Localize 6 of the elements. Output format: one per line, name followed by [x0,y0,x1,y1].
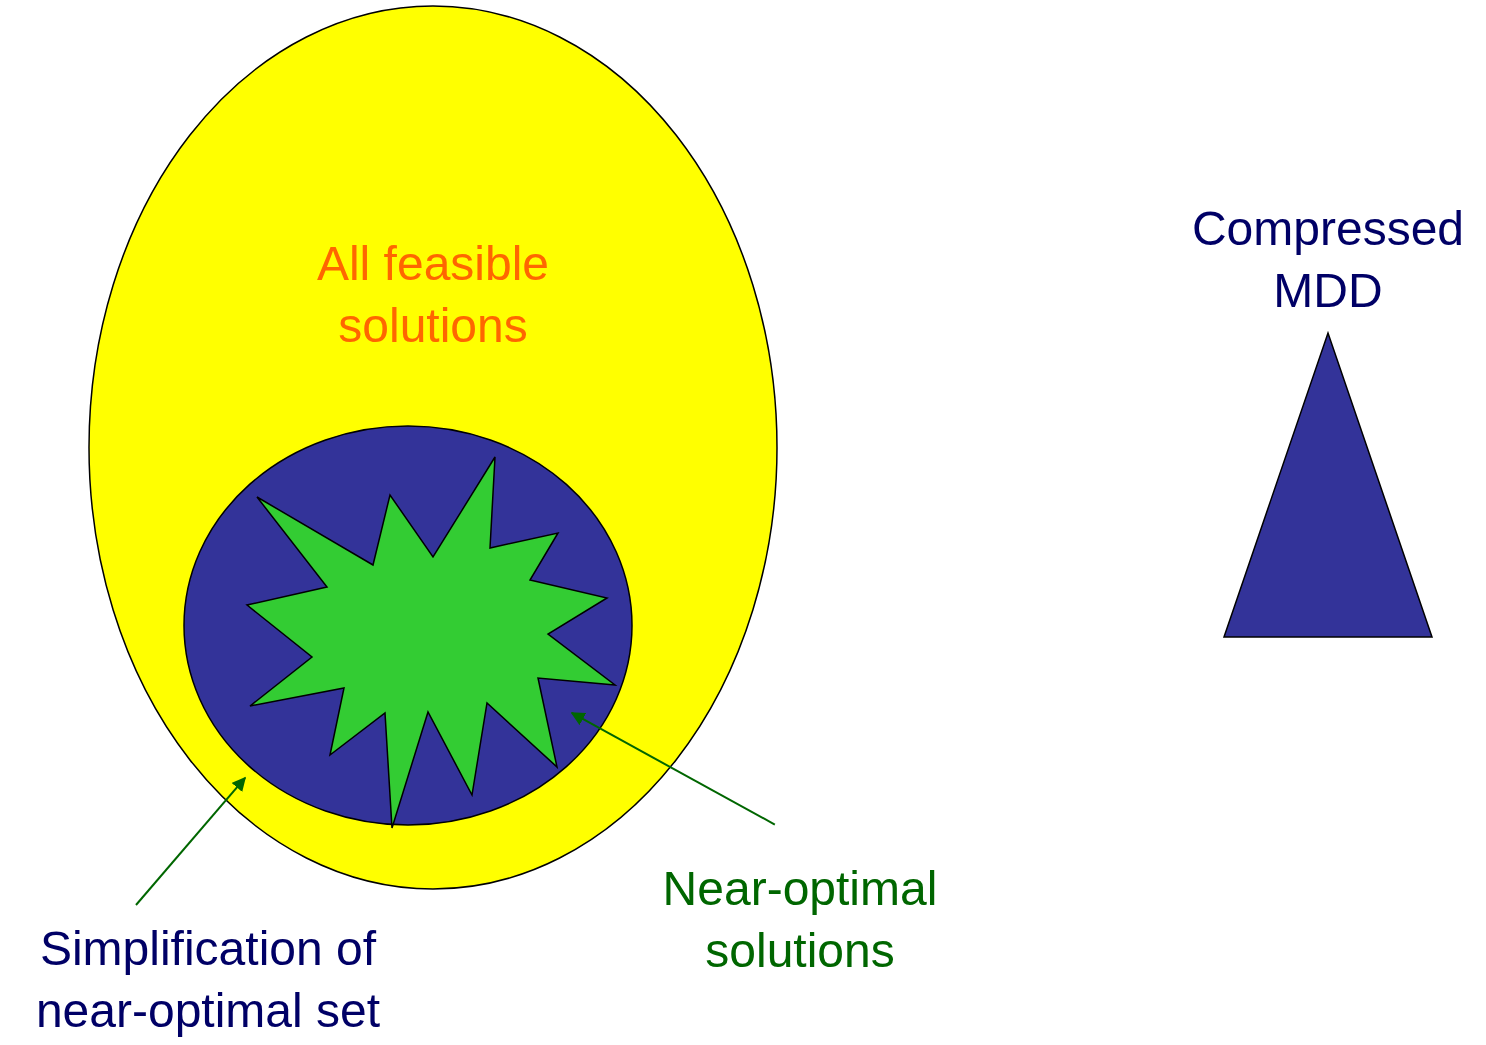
leader-line [570,712,776,826]
triangle-label: Compressed MDD [1190,201,1466,319]
callout-label: Near-optimal solutions [630,858,970,982]
callout-label: Simplification of near-optimal set [8,918,408,1042]
region-label: All feasible solutions [315,236,551,354]
leader-line [135,776,247,906]
